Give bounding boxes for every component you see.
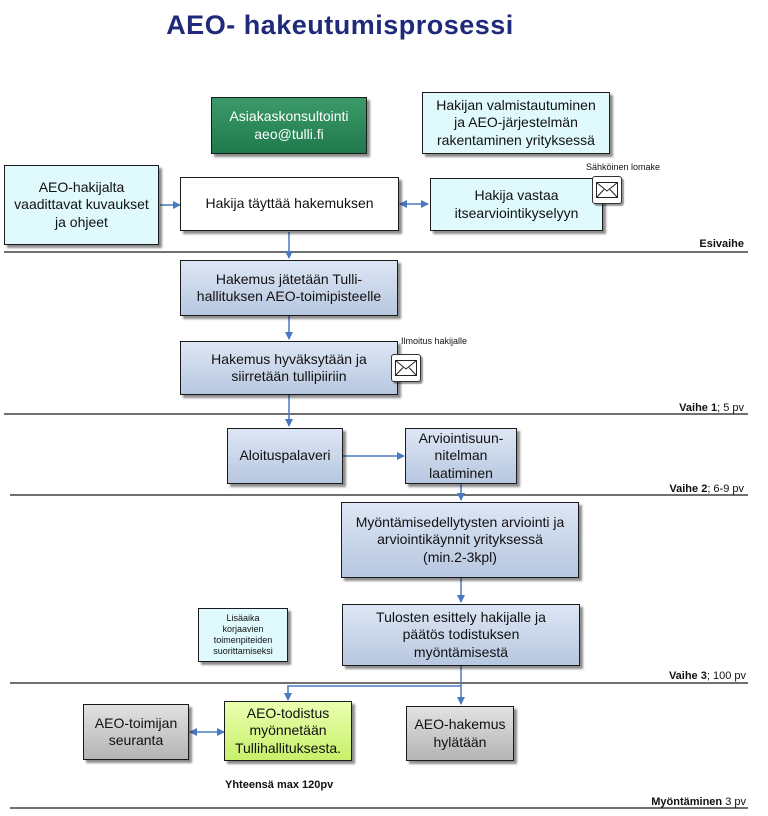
envelope-icon [391, 354, 421, 382]
phase-label-vaihe2: Vaihe 2; 6-9 pv [669, 483, 744, 495]
box-consultation: Asiakaskonsultointi aeo@tulli.fi [211, 97, 367, 154]
box-certificate: AEO-todistus myönnetään Tullihallitukses… [224, 701, 352, 761]
box-plan: Arviointisuun- nitelman laatiminen [405, 428, 517, 484]
note-notice: Ilmoitus hakijalle [401, 336, 468, 346]
phase-label-esivaihe: Esivaihe [699, 238, 744, 250]
box-results: Tulosten esittely hakijalle ja päätös to… [342, 604, 580, 666]
box-fill-application: Hakija täyttää hakemuksen [180, 177, 399, 231]
phase-label-vaihe1: Vaihe 1; 5 pv [679, 402, 744, 414]
box-preparation: Hakijan valmistautuminen ja AEO-järjeste… [422, 92, 610, 154]
box-self-assessment: Hakija vastaa itsearviointikyselyyn [430, 178, 603, 231]
box-rejected: AEO-hakemus hylätään [406, 706, 514, 761]
phase-label-myontaminen: Myöntäminen 3 pv [651, 796, 746, 808]
arrow-results-to-certificate [284, 685, 461, 701]
box-evaluation: Myöntämisedellytysten arviointi ja arvio… [341, 502, 579, 578]
note-electronic-form: Sähköinen lomake [586, 162, 661, 172]
envelope-icon [592, 176, 622, 204]
box-requirements: AEO-hakijalta vaadittavat kuvaukset ja o… [4, 165, 159, 245]
phase-label-vaihe3: Vaihe 3; 100 pv [668, 670, 746, 682]
box-monitoring: AEO-toimijan seuranta [83, 704, 189, 760]
box-submit-application: Hakemus jätetään Tulli- hallituksen AEO-… [180, 260, 398, 316]
page-title: AEO- hakeutumisprosessi [166, 10, 514, 40]
box-accept-application: Hakemus hyväksytään ja siirretään tullip… [180, 341, 398, 395]
total-duration: Yhteensä max 120pv [225, 779, 334, 791]
box-extra-time: Lisäaika korjaavien toimenpiteiden suori… [198, 608, 288, 662]
box-kickoff: Aloituspalaveri [227, 428, 343, 484]
